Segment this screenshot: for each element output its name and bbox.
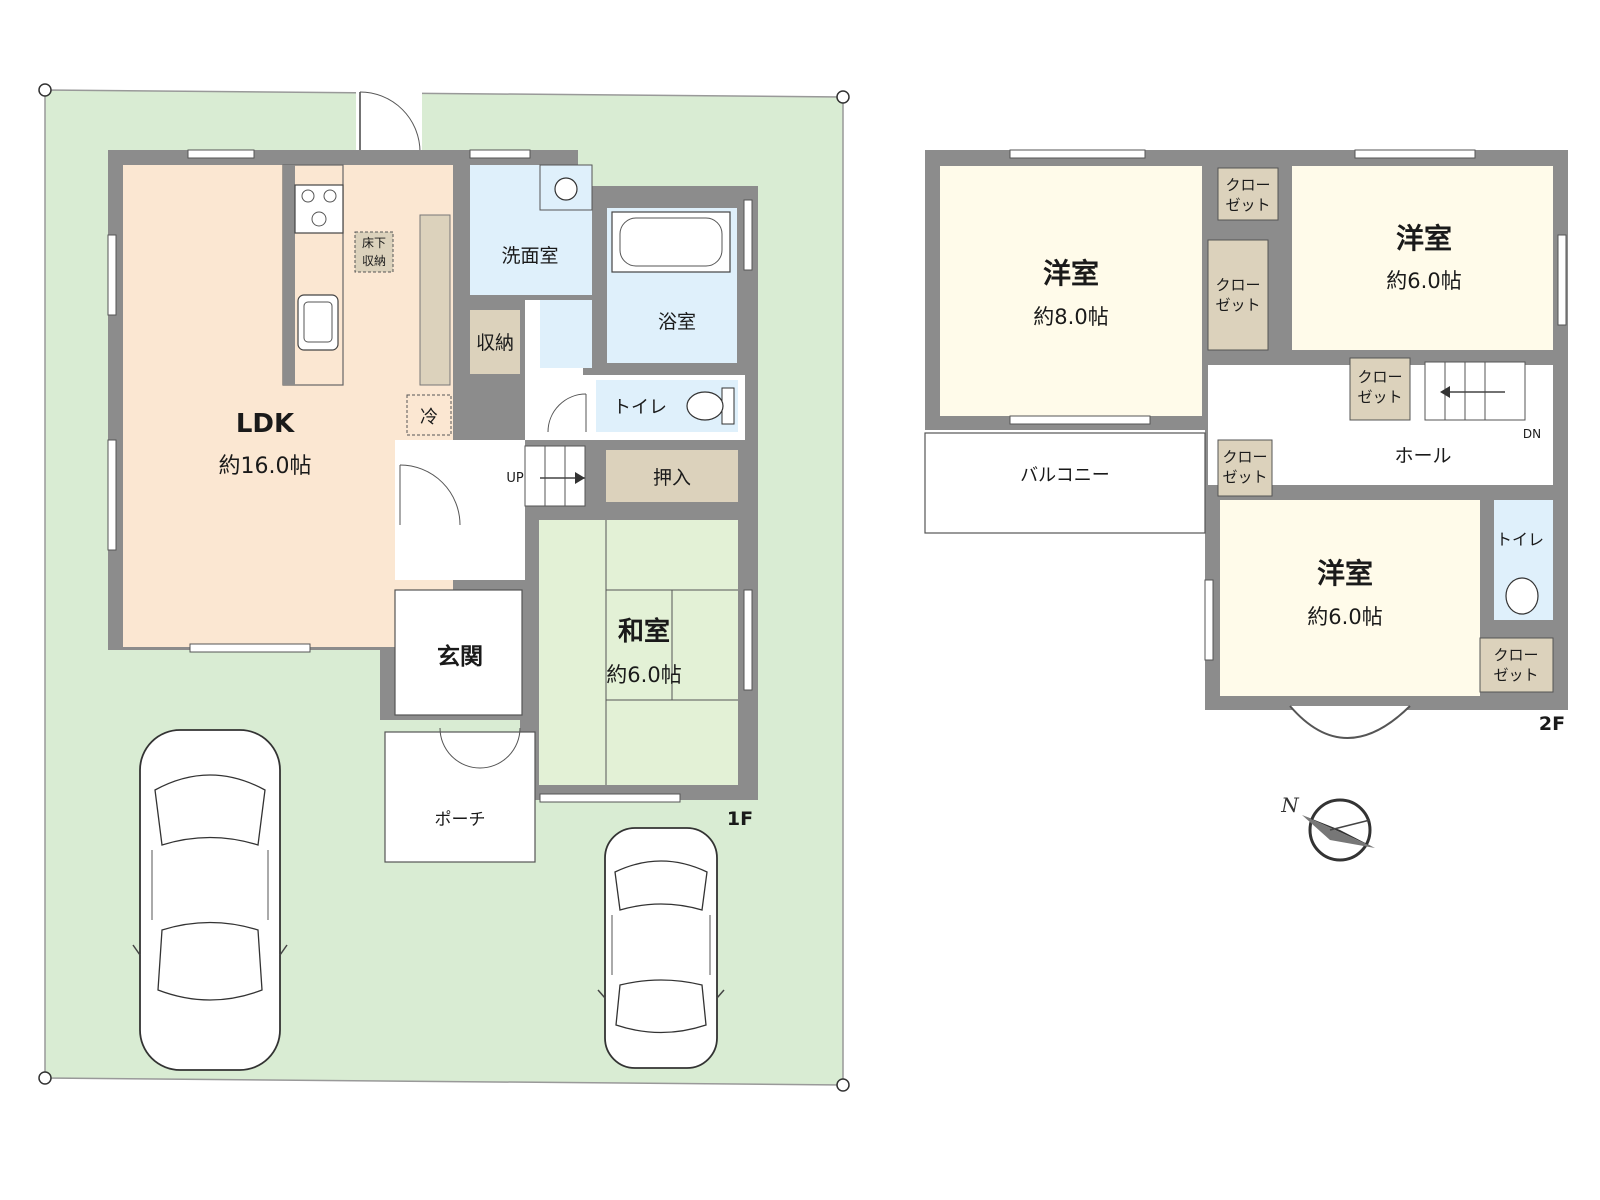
car-icon [597,827,725,1069]
closet-label-2: クローゼット [1215,276,1260,314]
ldk-area: 約16.0帖 [219,454,312,479]
closet-1 [1217,167,1279,221]
room-b-name: 洋室 [1396,222,1452,255]
car-icon [132,729,288,1071]
building-2f: 洋室 約8.0帖 クローゼット クローゼット 洋室 約6.0帖 クローゼット D… [924,149,1568,739]
floor2-label: 2F [1539,713,1565,735]
closet-label-4: クローゼット [1222,448,1267,486]
floor1-label: 1F [727,808,753,830]
washitsu-name: 和室 [618,616,670,647]
fridge-box [406,394,452,436]
closet-5 [1479,637,1554,693]
north-label: N [1280,793,1300,817]
bathtub-icon [611,211,731,273]
back-door-icon [356,90,422,156]
washroom-label: 洗面室 [501,245,558,267]
cupboard [419,214,451,386]
room-b-area: 約6.0帖 [1386,269,1461,293]
room-c-name: 洋室 [1317,557,1373,590]
stairs-down-label: DN [1523,427,1541,441]
oshiire-label: 押入 [653,467,691,489]
compass-icon [1302,798,1375,862]
toilet-icon [686,387,735,425]
fridge-label: 冷 [420,407,438,428]
building-1f: 床下収納 冷 LDK 約16.0帖 洗面室 浴室 収納 トイレ [107,149,758,863]
stairs-down [1424,361,1526,421]
closet-label-5: クローゼット [1493,646,1538,684]
stove-icon [294,184,344,234]
underfloor-storage-box [354,231,394,273]
toilet-label-2f: トイレ [1496,530,1544,549]
room-a-name: 洋室 [1043,257,1099,290]
room-c-area: 約6.0帖 [1307,605,1382,629]
sink-icon [297,294,339,351]
toilet-icon [1505,577,1539,615]
closet-label-3: クローゼット [1357,368,1402,406]
bath-label: 浴室 [658,311,696,333]
porch-label: ポーチ [435,810,486,830]
genkan-label: 玄関 [437,643,483,670]
room-a-area: 約8.0帖 [1033,305,1108,329]
closet-4 [1217,439,1273,497]
storage-label: 収納 [476,332,514,354]
closet-label-1: クローゼット [1225,176,1270,214]
ldk-name: LDK [236,409,295,439]
hall-1f [395,440,525,580]
stairs-up [524,445,586,507]
balcony-area [924,432,1206,534]
closet-2 [1207,239,1269,351]
stairs-up-label: UP [506,471,524,486]
washbasin-icon [554,177,578,201]
closet-3 [1349,357,1411,421]
hall-label: ホール [1394,445,1451,467]
underfloor-label-1: 床下収納 [362,236,386,268]
balcony-label: バルコニー [1020,465,1110,486]
toilet-label-1f: トイレ [613,397,667,418]
washitsu-area: 約6.0帖 [606,663,681,687]
